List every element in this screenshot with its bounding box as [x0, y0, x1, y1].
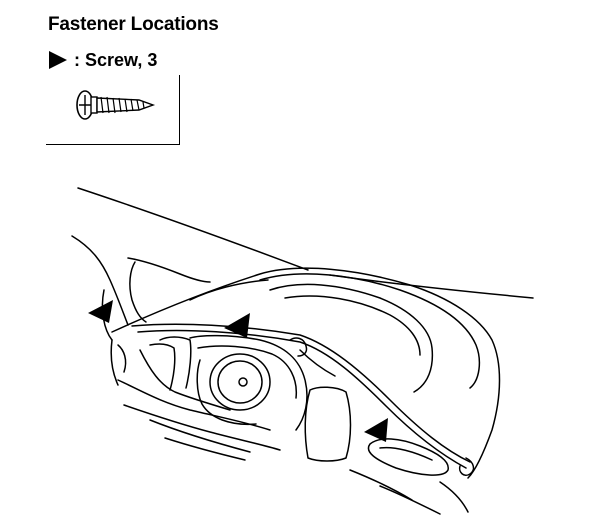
gauge-ring	[209, 353, 271, 411]
dash-trim-strip	[131, 323, 471, 463]
screw-location-marker-3	[364, 418, 388, 442]
screw-icon	[76, 90, 156, 120]
screw-location-marker-2	[224, 313, 250, 338]
screw-location-marker-1	[88, 300, 113, 323]
dashboard-top-contour	[111, 267, 501, 479]
lower-vent	[367, 438, 449, 476]
legend-entry-screw: : Screw, 3	[48, 48, 157, 72]
diagram-title: Fastener Locations	[48, 14, 219, 35]
a-pillar-edge	[71, 235, 129, 326]
windshield-edge	[77, 187, 309, 271]
legend-box	[46, 75, 180, 145]
triangle-arrow-icon	[49, 51, 67, 69]
lower-panel	[304, 386, 352, 462]
center-screw	[238, 377, 248, 387]
legend-label: : Screw, 3	[74, 49, 158, 70]
instrument-cluster	[189, 334, 308, 431]
instrument-hood	[269, 283, 434, 393]
